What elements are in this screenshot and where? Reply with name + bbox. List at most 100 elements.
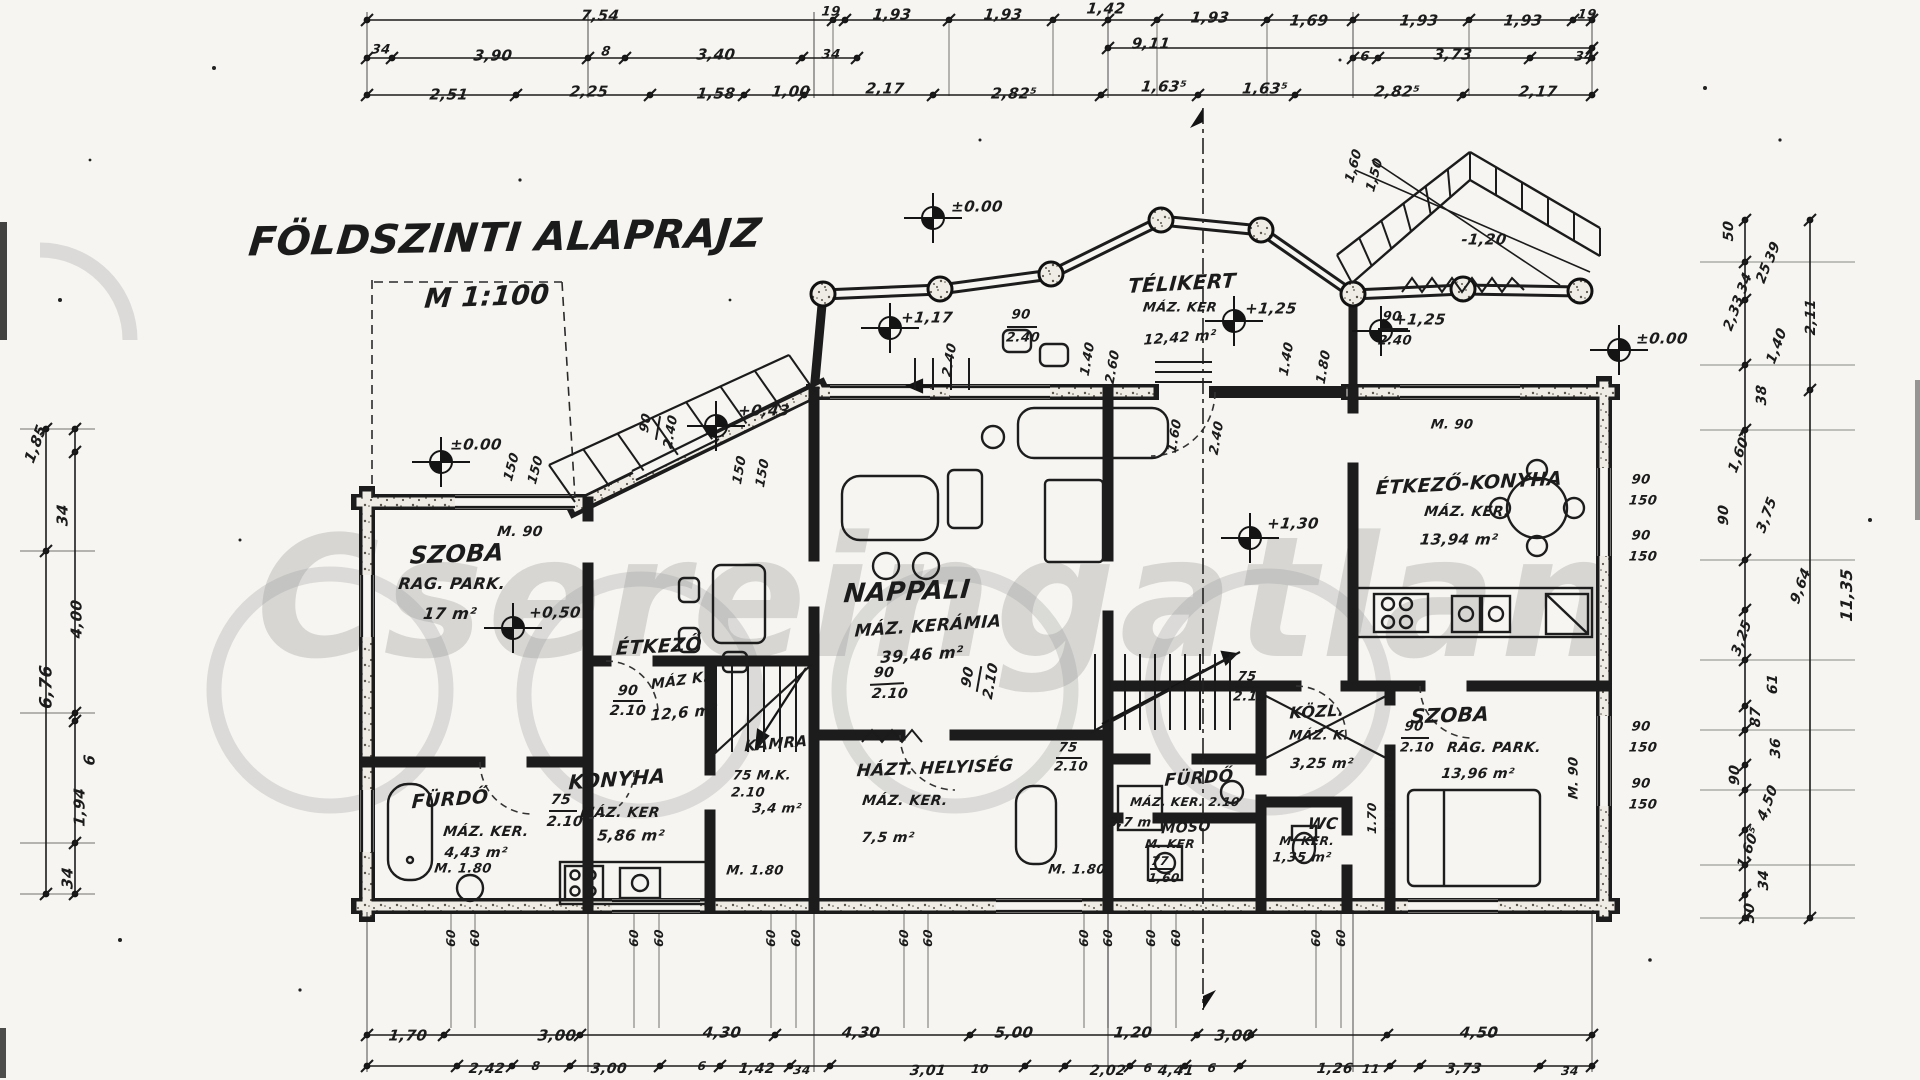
dim-node (584, 54, 592, 62)
dim-node (1588, 1062, 1596, 1070)
fraction-line (1007, 326, 1037, 328)
drawing-line (1346, 51, 1360, 65)
dim-label: 6 (1142, 1061, 1154, 1075)
drawing-line (1533, 1059, 1547, 1073)
dim-label: 36 (1768, 736, 1784, 760)
drawing-line (826, 13, 840, 27)
dim-label: 2,51 (428, 85, 470, 104)
dim-node (1049, 16, 1057, 24)
drawing-line (1585, 13, 1599, 27)
dim-label: 5,86 m² (596, 826, 666, 845)
drawing-line (618, 51, 632, 65)
dim-label: 150 (501, 450, 523, 484)
fraction-line (613, 700, 643, 702)
dim-label: 34 (792, 1063, 812, 1077)
dim-label: 2.40 (1005, 330, 1041, 346)
dim-label: 2,25 (568, 82, 610, 101)
dim-label: 1,50 (1363, 155, 1387, 195)
dim-node (786, 1062, 794, 1070)
dim-label: ±0.00 (449, 435, 503, 454)
dim-node (440, 1031, 448, 1039)
dim-label: 60 (627, 928, 641, 948)
dim-node (512, 91, 520, 99)
dim-label: MÁZ. KER. (442, 824, 530, 840)
dim-label: 90 (1403, 719, 1425, 735)
drawing-line (1190, 1028, 1204, 1042)
dim-label: 3,00 (1213, 1026, 1255, 1045)
dim-label: 3,90 (472, 46, 514, 65)
dim-node (1588, 54, 1596, 62)
dim-label: 3,00 (536, 1026, 578, 1045)
drawing-line (1738, 888, 1752, 902)
dim-node (566, 1062, 574, 1070)
dim-label: 2.40 (660, 413, 682, 451)
dim-node (1153, 16, 1161, 24)
dim-node (71, 890, 79, 898)
dim-label: MÁZ K. (650, 668, 710, 694)
room-kamra-label: KAMRA (744, 731, 808, 756)
dim-label: 2,82⁵ (990, 84, 1038, 103)
drawing-line (1738, 911, 1752, 925)
fraction-line (654, 416, 662, 440)
dim-label: 1,93 (982, 5, 1024, 24)
dim-label: 90 (1630, 719, 1652, 735)
fraction-line (1378, 328, 1408, 330)
drawing-line (1456, 88, 1470, 102)
drawing-line (360, 13, 374, 27)
drawing-line (563, 1059, 577, 1073)
dim-label: ±0.00 (950, 197, 1004, 216)
dim-label: 17 m² (422, 604, 478, 623)
drawing-line (1738, 293, 1752, 307)
drawing-line (942, 13, 956, 27)
drawing-line (68, 706, 82, 720)
dim-label: 11 (1361, 1062, 1381, 1076)
dim-label: +1,30 (1266, 514, 1320, 533)
dim-label: 1,93 (1398, 11, 1440, 30)
dim-label: ±0.00 (1635, 329, 1689, 348)
drawing-line (616, 432, 645, 472)
dim-label: 75 (1057, 740, 1079, 756)
furniture (386, 328, 1594, 906)
drawing-line (360, 88, 374, 102)
drawing-line (1469, 150, 1601, 230)
arrows (754, 378, 1239, 751)
dim-label: 6 (1359, 49, 1371, 65)
drawing-line (360, 1028, 374, 1042)
level-benchmark-icon (484, 603, 542, 653)
drawing-line (1371, 159, 1561, 286)
drawing-line (548, 464, 576, 503)
drawing-line (505, 1059, 519, 1073)
dim-label: 10 (970, 1062, 990, 1076)
dim-label: 2,82⁵ (1373, 82, 1421, 101)
dim-node (1741, 606, 1749, 614)
drawing-line (1094, 88, 1108, 102)
dim-node (363, 91, 371, 99)
dim-node (716, 1062, 724, 1070)
room-moso-label: MOSÓ (1160, 818, 1212, 838)
dim-label: 2,11 (1803, 297, 1819, 337)
dim-label: 60 (1077, 928, 1091, 948)
dim-label: 90 (1630, 776, 1652, 792)
veranda-glazing (822, 214, 1581, 301)
dim-label: 3,73 (1432, 45, 1474, 64)
drawing-line (1738, 758, 1752, 772)
dim-label: MÁZ. KER. (1423, 504, 1511, 520)
drawing-line (850, 51, 864, 65)
drawing-line (1101, 13, 1115, 27)
drawing-line (1738, 823, 1752, 837)
dim-label: 4,30 (840, 1023, 882, 1042)
drawing-line (1380, 220, 1393, 250)
fraction-line (1401, 737, 1429, 739)
interior-walls (361, 386, 1610, 912)
dim-label: 90 (1716, 503, 1732, 527)
dim-label: 2.40 (1377, 333, 1413, 349)
dim-node (42, 547, 50, 555)
dim-label: RAG. PARK. (397, 574, 507, 593)
dim-label: 150 (730, 453, 750, 487)
dim-node (1741, 891, 1749, 899)
drawing-line (643, 88, 657, 102)
dim-label: 19 (1576, 7, 1598, 23)
dim-node (1383, 1031, 1391, 1039)
dim-label: 4,50 (1458, 1023, 1500, 1042)
